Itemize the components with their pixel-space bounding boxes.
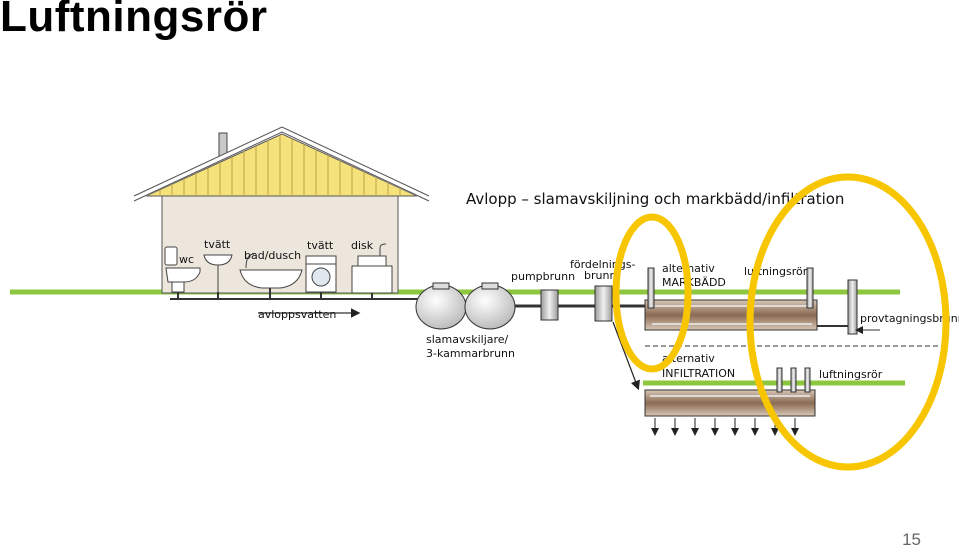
distribution-well — [594, 285, 613, 322]
label-bad-dusch: bad/dusch — [244, 249, 301, 262]
slide-title: Luftningsrör — [0, 0, 268, 41]
infiltration-bed — [644, 367, 816, 436]
label-pumpbrunn: pumpbrunn — [511, 270, 575, 283]
label-slamavskiljare-2: 3-kammarbrunn — [426, 347, 515, 360]
label-fordelning-2: brunn — [584, 269, 616, 282]
label-avloppsvatten: avloppsvatten — [258, 308, 336, 321]
label-provtagningsbrunn: provtagningsbrunn — [860, 312, 959, 325]
label-luftningsror-bottom: luftningsrör — [819, 368, 883, 381]
washing-machine — [305, 255, 337, 293]
flow-arrow-infiltration — [612, 321, 640, 391]
label-disk: disk — [351, 239, 374, 252]
pump-well — [540, 289, 559, 321]
highlight-circle-left — [612, 213, 692, 373]
toilet — [164, 246, 201, 293]
label-slamavskiljare-1: slamavskiljare/ — [426, 333, 509, 346]
page-number: 15 — [902, 530, 921, 549]
septic-tanks — [415, 282, 516, 330]
sampling-well — [847, 279, 858, 335]
label-tvatt-1: tvätt — [204, 238, 231, 251]
label-alt-markbadd-2: MARKBÄDD — [662, 276, 726, 289]
label-wc: wc — [179, 253, 194, 266]
label-tvatt-2: tvätt — [307, 239, 334, 252]
highlight-circle-right — [746, 173, 950, 471]
markbadd-bed — [644, 267, 818, 331]
bathtub — [239, 253, 303, 289]
diagram-title: Avlopp – slamavskiljning och markbädd/in… — [466, 190, 844, 208]
kitchen-sink — [351, 243, 393, 294]
label-alt-infiltration-2: INFILTRATION — [662, 367, 735, 380]
